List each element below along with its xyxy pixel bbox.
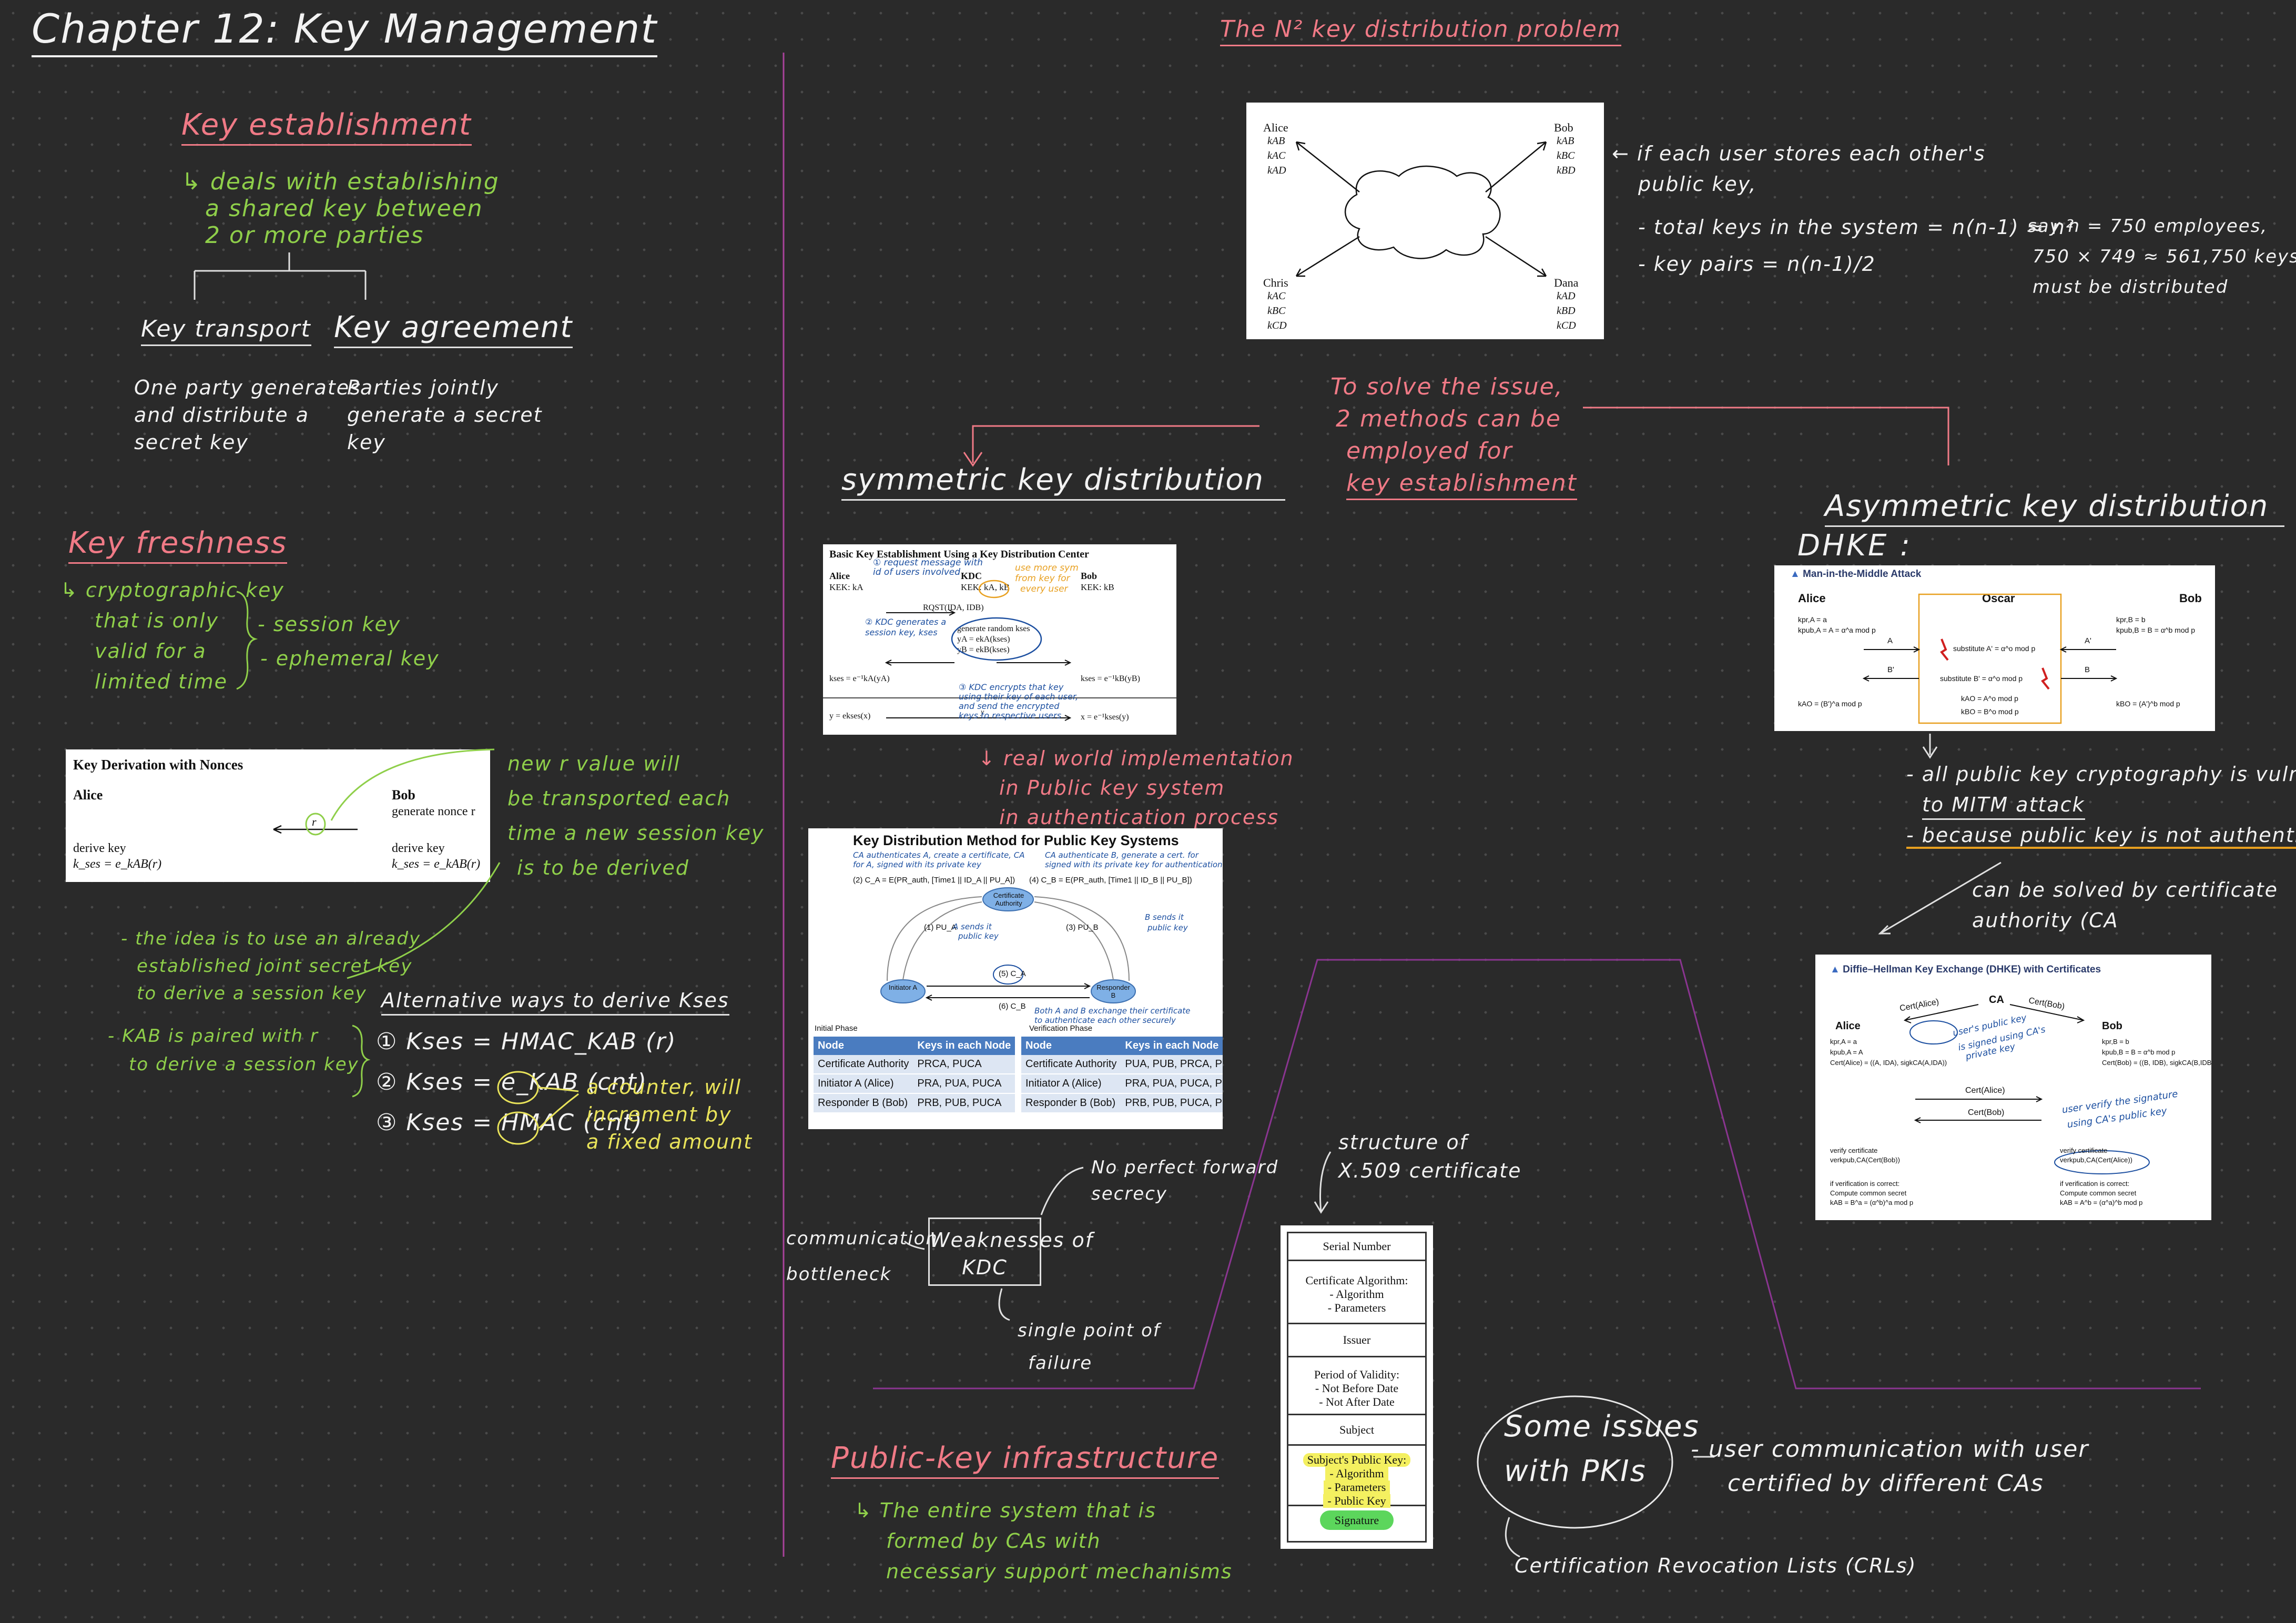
nonce-annotation-arrows	[330, 748, 501, 979]
session-key-label: - session key	[258, 613, 401, 636]
mitm-down-arrow	[1922, 734, 1938, 759]
issues-circle	[1477, 1395, 1714, 1558]
x509-heading: structure of X.509 certificate	[1338, 1131, 1522, 1182]
table-row: Initiator A (Alice)PRA, PUA, PUCA, PUB	[1021, 1074, 1223, 1094]
x509-arrow	[1314, 1151, 1332, 1214]
solve-note: To solve the issue, 2 methods can be emp…	[1330, 373, 1578, 500]
alt-ways-brace	[352, 1024, 371, 1098]
x509-certificate: Serial Number Certificate Algorithm: - A…	[1281, 1225, 1433, 1549]
page-title: Chapter 12: Key Management	[32, 5, 658, 57]
pki-heading: Public-key infrastructure	[831, 1441, 1220, 1479]
pk-distribution-card: Key Distribution Method for Public Key S…	[808, 828, 1223, 1129]
pki-bracket-lines	[873, 959, 2201, 1389]
dhke-certificates-card: ▲ Diffie–Hellman Key Exchange (DHKE) wit…	[1815, 955, 2211, 1220]
real-world-note: ↓ real world implementation in Public ke…	[978, 747, 1294, 829]
key-establishment-tree-lines	[194, 252, 367, 300]
solve-branch-lines	[963, 407, 1949, 467]
kdc-weakness-box: Weaknesses of KDC	[928, 1218, 1092, 1286]
issue-crls: Certification Revocation Lists (CRLs)	[1515, 1554, 1917, 1577]
triangle-icon: ▲	[1830, 964, 1843, 975]
symmetric-heading: symmetric key distribution	[841, 463, 1285, 501]
weakness-bottleneck: communication bottleneck	[786, 1228, 938, 1285]
n2-diagram-card: Alice kAB kAC kAD Bob kAB kBC kBD Chris …	[1246, 103, 1604, 339]
kdc-card: Basic Key Establishment Using a Key Dist…	[823, 544, 1176, 735]
ca-solve-note: can be solved by certificate authority (…	[1972, 878, 2279, 932]
triangle-icon: ▲	[1790, 569, 1803, 580]
table-row: Responder B (Bob)PRB, PUB, PUCA, PUA	[1021, 1093, 1223, 1113]
ca-solve-arrow	[1878, 861, 2002, 935]
key-agreement-label: Key agreement	[334, 310, 573, 348]
table-row: Initiator A (Alice)PRA, PUA, PUCA	[814, 1074, 1015, 1094]
ephemeral-key-label: - ephemeral key	[260, 647, 440, 670]
n2-heading: The N² key distribution problem	[1220, 16, 1621, 46]
dhke-label: DHKE :	[1797, 529, 1913, 563]
mitm-card: ▲ Man-in-the-Middle Attack Alice Oscar B…	[1774, 565, 2215, 731]
n2-notes: ← if each user stores each other's publi…	[1612, 142, 2075, 276]
dhke-cert-arrows	[1903, 1004, 2150, 1174]
issue-different-cas: - user communication with user certified…	[1691, 1436, 2089, 1497]
key-freshness-desc: ↳ cryptographic key that is only valid f…	[60, 579, 285, 693]
counter-note: a counter, will increment by a fixed amo…	[586, 1076, 753, 1153]
nonce-notes: new r value will be transported each tim…	[507, 752, 765, 879]
key-establishment-heading: Key establishment	[181, 108, 472, 146]
asymmetric-heading: Asymmetric key distribution	[1825, 489, 2285, 527]
weakness-connectors	[903, 1166, 1084, 1321]
key-derivation-nonces-card: Key Derivation with Nonces Alice Bob gen…	[66, 749, 490, 882]
key-establishment-desc: ↳ deals with establishing a shared key b…	[181, 168, 500, 249]
key-transport-label: Key transport	[141, 316, 311, 346]
weakness-single-point: single point of failure	[1018, 1320, 1161, 1374]
weakness-forward-secrecy: No perfect forward secrecy	[1091, 1157, 1279, 1204]
cnt-circles	[497, 1071, 579, 1145]
idea-notes: - the idea is to use an already establis…	[121, 928, 421, 1004]
mitm-notes: - all public key cryptography is vulnera…	[1906, 763, 2296, 849]
n2-example: say n = 750 employees, 750 × 749 ≈ 561,7…	[2027, 216, 2296, 298]
nonce-arrow	[273, 813, 358, 836]
issues-label: Some issues with PKIs	[1504, 1409, 1700, 1488]
kab-notes: - KAB is paired with r to derive a sessi…	[108, 1026, 359, 1075]
table-row: Responder B (Bob)PRB, PUB, PUCA	[814, 1093, 1015, 1113]
key-agreement-desc: Parties jointly generate a secret key	[347, 376, 543, 454]
key-transport-desc: One party generates and distribute a sec…	[134, 376, 361, 454]
pki-desc: ↳ The entire system that is formed by CA…	[855, 1499, 1233, 1583]
key-freshness-heading: Key freshness	[68, 526, 288, 564]
n2-network-cloud	[1295, 141, 1547, 277]
pk-flow-diagram	[880, 887, 1136, 1003]
alternative-ways-heading: Alternative ways to derive Kses	[381, 989, 729, 1016]
freshness-brace	[236, 591, 258, 690]
section-divider	[783, 53, 785, 1557]
kdc-flow-arrows	[823, 580, 1176, 721]
mitm-flow	[1862, 593, 2118, 724]
